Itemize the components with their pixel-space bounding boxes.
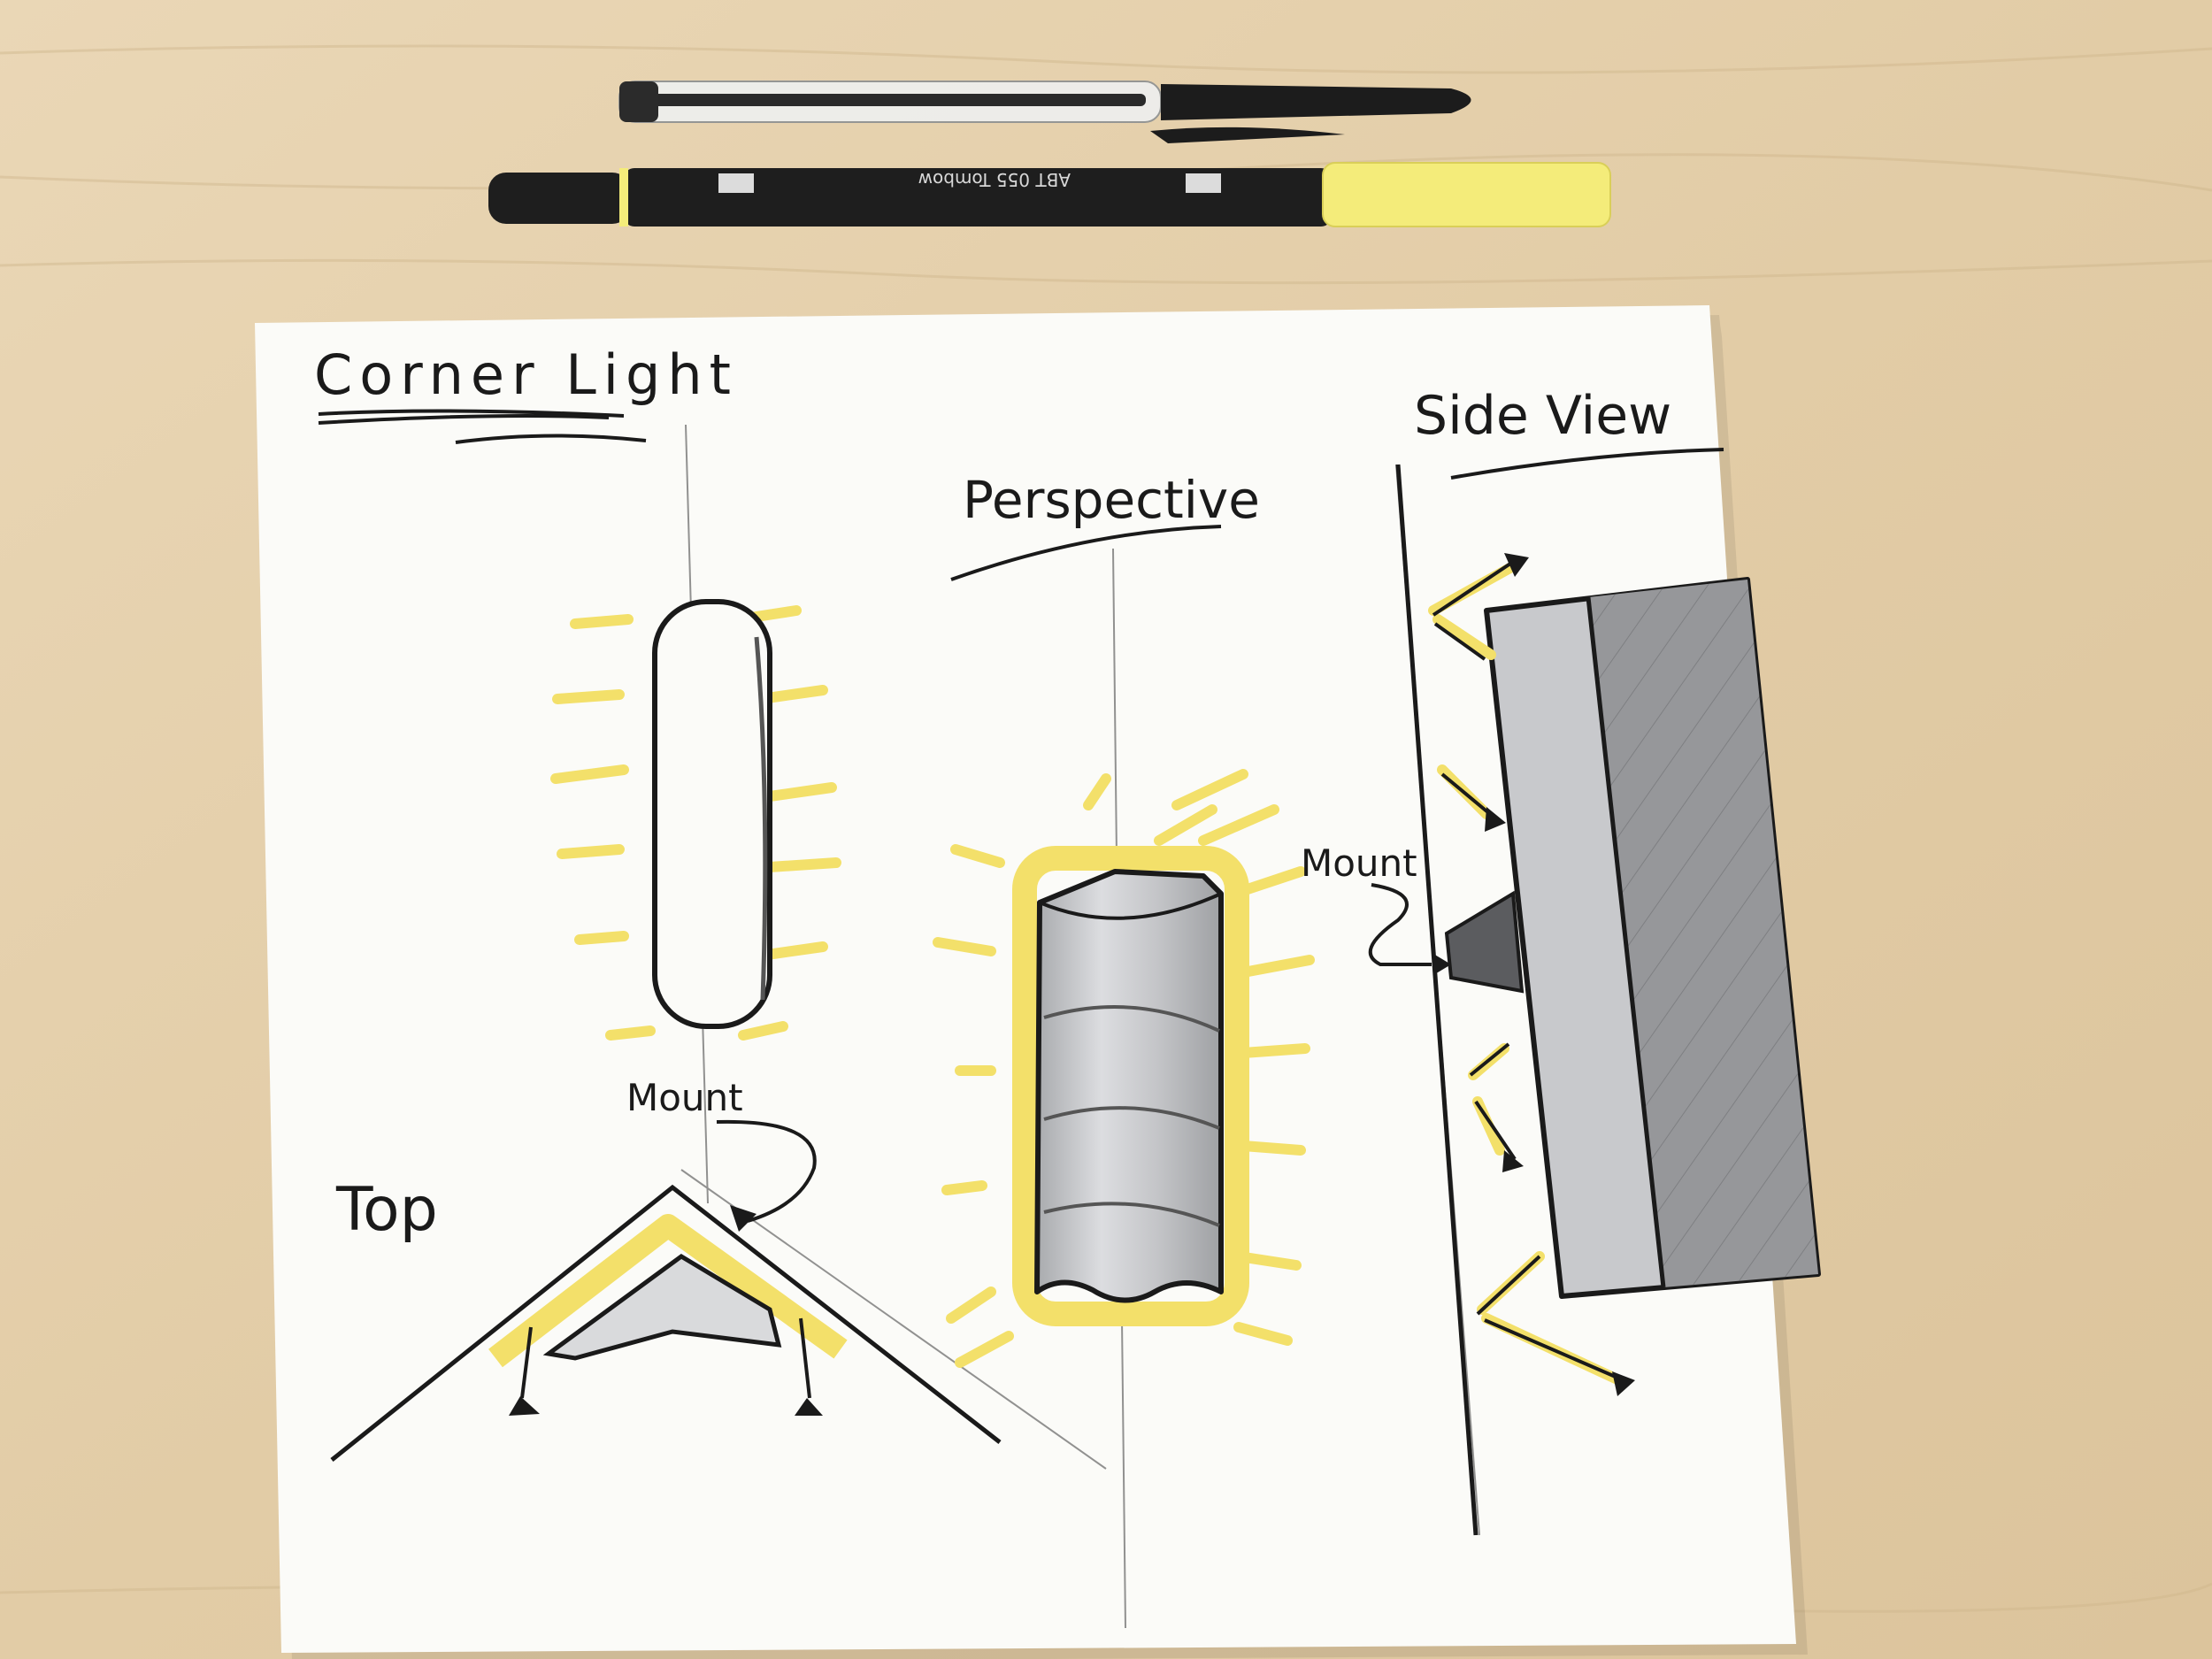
perspective-label: Perspective [963, 470, 1260, 530]
side-view-label: Side View [1414, 385, 1671, 447]
title-text: Corner Light [314, 342, 738, 407]
marker-print: ABT 055 Tombow [918, 169, 1071, 190]
top-label: Top [335, 1175, 438, 1245]
mount-label-top: Mount [626, 1076, 743, 1119]
marker-pen: ABT 055 Tombow [488, 163, 1610, 227]
mount-label-perspective: Mount [1301, 841, 1417, 885]
